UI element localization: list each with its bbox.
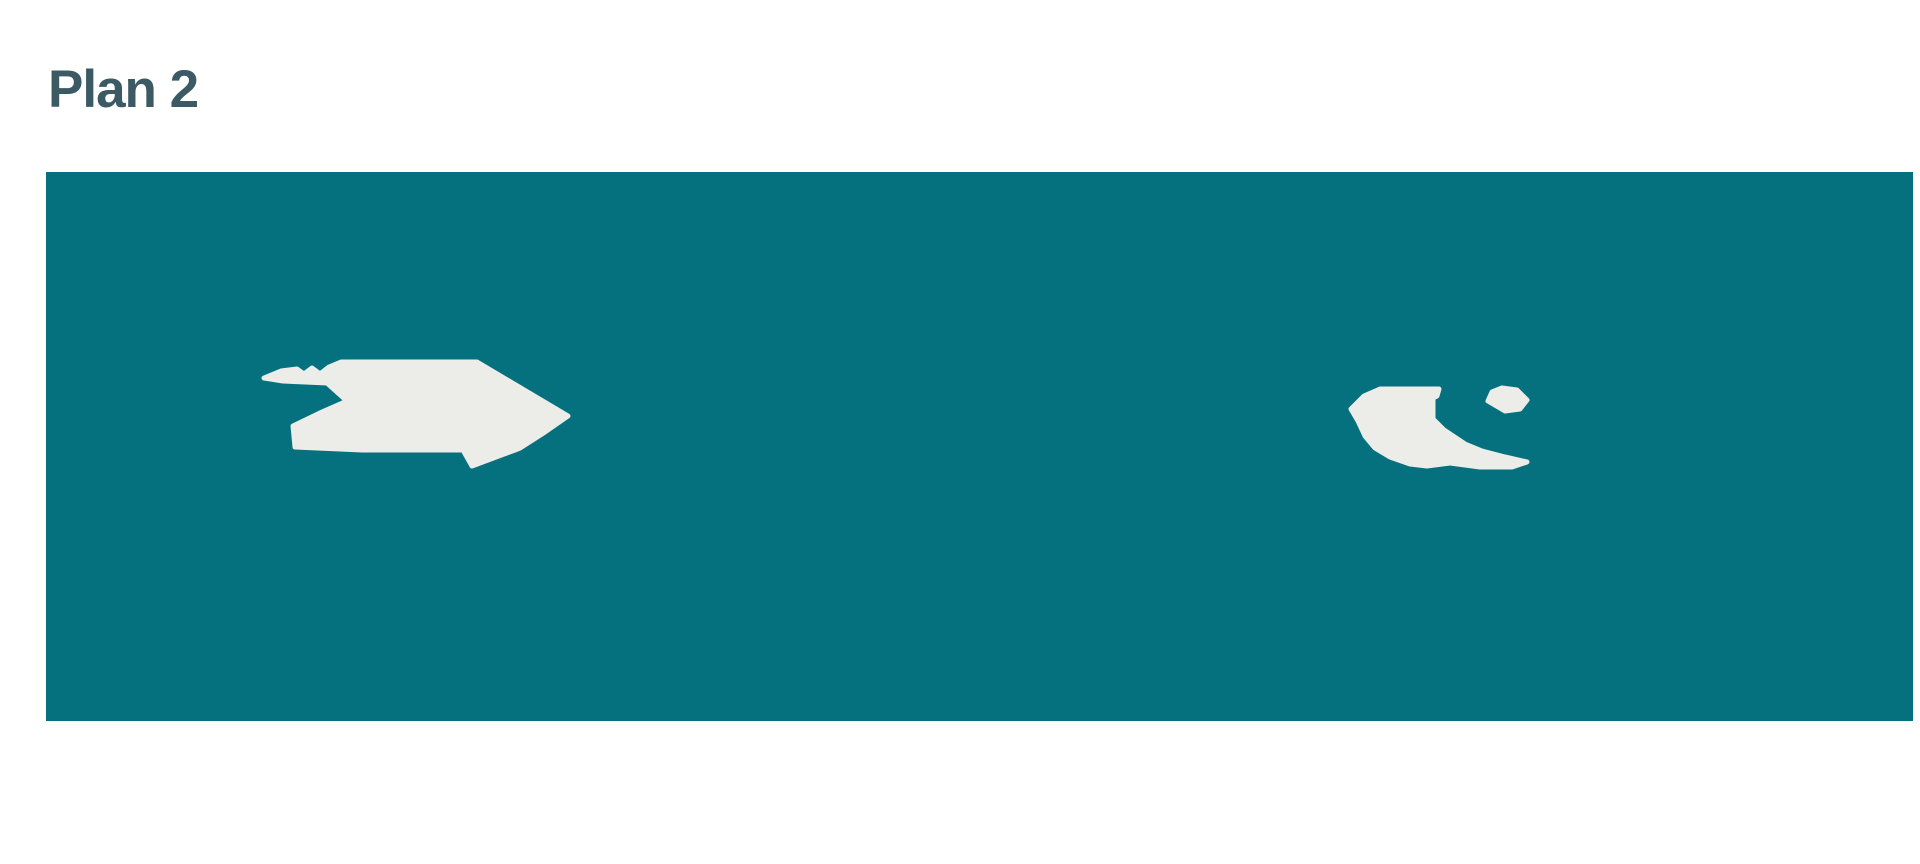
plan-map-panel [46, 172, 1913, 721]
east-lake-islet-shape [1485, 385, 1530, 414]
page-title: Plan 2 [48, 60, 199, 119]
plan-map [46, 172, 1913, 721]
east-lake-shape [1348, 386, 1530, 470]
west-lake-shape [261, 359, 571, 469]
